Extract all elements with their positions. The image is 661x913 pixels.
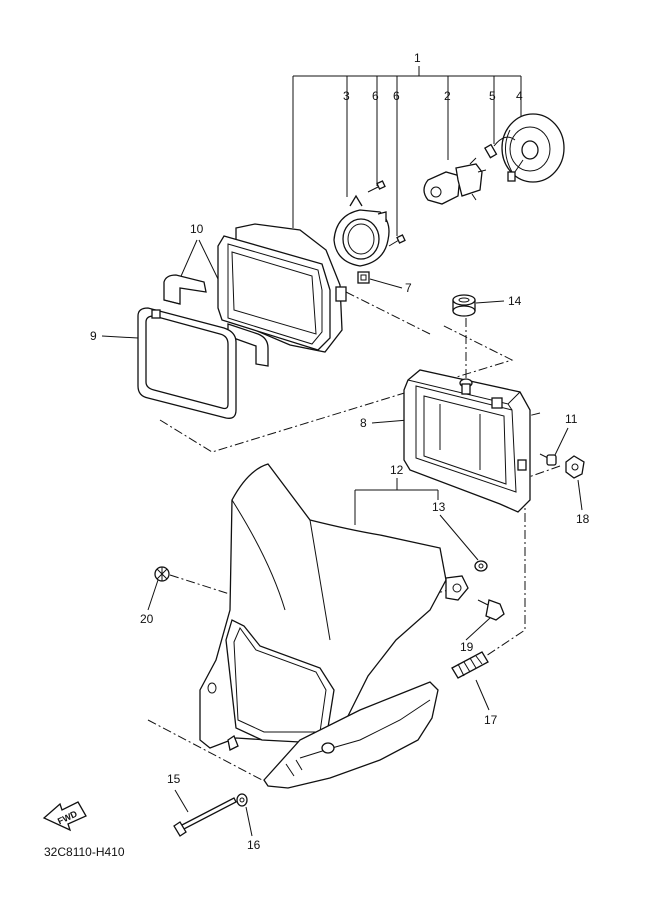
wire-connector <box>484 136 516 159</box>
spring-17 <box>451 651 489 679</box>
callout-4: 4 <box>516 89 523 103</box>
headlight-cowl-12 <box>199 463 469 751</box>
screw-6b <box>388 234 406 247</box>
clip-18 <box>565 455 585 479</box>
callout-6a: 6 <box>372 89 379 103</box>
callout-10: 10 <box>190 222 204 236</box>
callout-15: 15 <box>167 772 181 786</box>
grommet-14 <box>452 294 476 317</box>
callout-14: 14 <box>508 294 522 308</box>
callout-8: 8 <box>360 416 367 430</box>
bolt-19 <box>477 599 505 621</box>
callout-5: 5 <box>489 89 496 103</box>
diagram-code: 32C8110-H410 <box>44 845 125 859</box>
seal-10-upper <box>163 274 207 305</box>
callout-18: 18 <box>576 512 590 526</box>
callout-17: 17 <box>484 713 498 727</box>
seal-10-lower <box>227 323 269 367</box>
callout-20: 20 <box>140 612 154 626</box>
headlight-unit <box>217 223 347 353</box>
forward-arrow-icon: FWD <box>42 801 87 832</box>
leader-lines <box>101 66 583 837</box>
callout-12: 12 <box>390 463 404 477</box>
headlight-bracket-8 <box>403 369 531 513</box>
callout-1: 1 <box>414 51 421 65</box>
callout-11: 11 <box>565 412 578 426</box>
washer-13 <box>474 560 488 572</box>
rivet-20 <box>154 566 170 582</box>
callout-16: 16 <box>247 838 261 852</box>
washer-16 <box>236 793 248 807</box>
socket-cover <box>501 113 565 183</box>
long-bolt-15 <box>173 797 237 837</box>
callout-9: 9 <box>90 329 97 343</box>
callout-7: 7 <box>405 281 412 295</box>
nut-7 <box>357 271 370 284</box>
bolt-11 <box>539 453 557 466</box>
lower-cowl <box>263 681 439 789</box>
screw-6a <box>367 180 386 193</box>
lens-frame-9 <box>137 307 237 419</box>
callout-13: 13 <box>432 500 446 514</box>
callout-19: 19 <box>460 640 474 654</box>
bulb-holder-ring <box>333 194 390 267</box>
headlight-bulb <box>423 157 487 205</box>
